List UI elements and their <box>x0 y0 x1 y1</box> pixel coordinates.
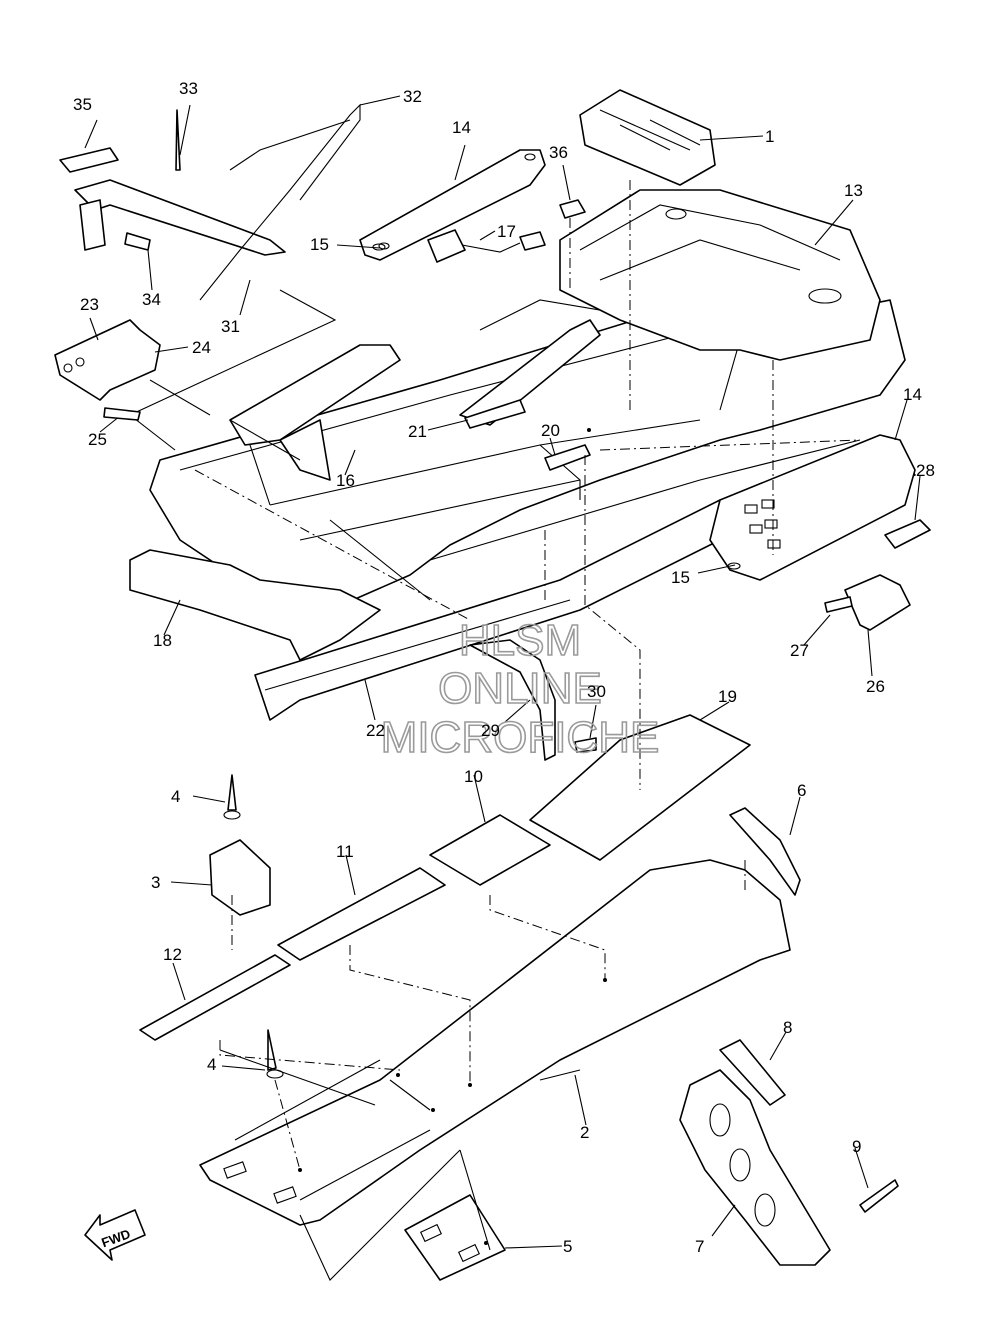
callout: 17 <box>497 222 516 241</box>
callout: 6 <box>797 781 806 800</box>
fwd-arrow-icon: FWD <box>84 1209 146 1261</box>
callout: 9 <box>852 1137 861 1156</box>
rivet-4-b <box>266 1029 284 1079</box>
callout: 7 <box>695 1237 704 1256</box>
callout: 36 <box>549 143 568 162</box>
callout: 35 <box>73 95 92 114</box>
callout: 8 <box>783 1018 792 1037</box>
rod-6 <box>729 807 801 896</box>
rear-panel-13 <box>559 189 881 361</box>
callout: 15 <box>310 235 329 254</box>
assembly-lines <box>194 180 861 1171</box>
callout: 31 <box>221 317 240 336</box>
stay-29 <box>469 639 556 761</box>
callout: 20 <box>541 421 560 440</box>
callout: 1 <box>765 127 774 146</box>
callout: 15 <box>671 568 690 587</box>
callout: 12 <box>163 945 182 964</box>
panel-14-right <box>709 434 916 581</box>
guard-7 <box>679 1069 831 1266</box>
pads-20-21 <box>464 399 591 471</box>
callout: 26 <box>866 677 885 696</box>
watermark-line-2: ONLINE <box>438 664 602 713</box>
callout: 16 <box>336 471 355 490</box>
callout: 14 <box>452 118 471 137</box>
callout: 28 <box>916 461 935 480</box>
fasteners <box>103 109 853 1245</box>
callout: 34 <box>142 290 161 309</box>
rivet-9 <box>859 1179 899 1213</box>
callout: 5 <box>563 1237 572 1256</box>
bracket-31 <box>74 103 361 301</box>
mat-19 <box>529 714 751 861</box>
callout: 30 <box>587 682 606 701</box>
callout: 24 <box>192 338 211 357</box>
clip-36 <box>559 199 586 219</box>
callout: 23 <box>80 295 99 314</box>
block-8 <box>719 1039 786 1106</box>
connector-17 <box>427 229 546 263</box>
callout-numbers: 1 2 3 4 4 5 6 7 8 9 10 11 12 13 14 14 15… <box>73 79 935 1256</box>
skid-plate-2 <box>199 859 791 1226</box>
callout: 33 <box>179 79 198 98</box>
tool-kit-1 <box>579 89 716 186</box>
callout: 10 <box>464 767 483 786</box>
callout: 21 <box>408 422 427 441</box>
callout: 4 <box>171 787 180 806</box>
callout: 2 <box>580 1123 589 1142</box>
callout: 11 <box>336 842 354 861</box>
watermark-line-1: HLSM <box>459 616 581 665</box>
pad-5 <box>404 1194 506 1281</box>
pad-35 <box>59 147 119 173</box>
strip-12 <box>139 954 291 1041</box>
watermark-line-3: MICROFICHE <box>381 713 660 762</box>
panel-14-top <box>359 149 546 261</box>
rivet-4-a <box>223 774 241 820</box>
callout: 3 <box>151 873 160 892</box>
callout: 19 <box>718 687 737 706</box>
callout: 27 <box>790 641 809 660</box>
mat-11 <box>277 867 446 961</box>
callout: 29 <box>481 721 500 740</box>
callout: 14 <box>903 385 922 404</box>
callout: 22 <box>366 721 385 740</box>
pad-28 <box>884 519 931 549</box>
callout: 32 <box>403 87 422 106</box>
clip-3 <box>209 839 271 916</box>
side-rail-18 <box>129 549 381 661</box>
watermark: HLSM ONLINE MICROFICHE <box>380 615 660 763</box>
callout-leaders <box>84 95 921 1249</box>
callout: 18 <box>153 631 172 650</box>
hinge-23-24 <box>54 319 161 401</box>
callout: 13 <box>844 181 863 200</box>
mat-10 <box>429 814 551 886</box>
leader-lines <box>128 289 581 1281</box>
callout: 4 <box>207 1055 216 1074</box>
latch-26 <box>844 574 911 631</box>
callout: 25 <box>88 430 107 449</box>
